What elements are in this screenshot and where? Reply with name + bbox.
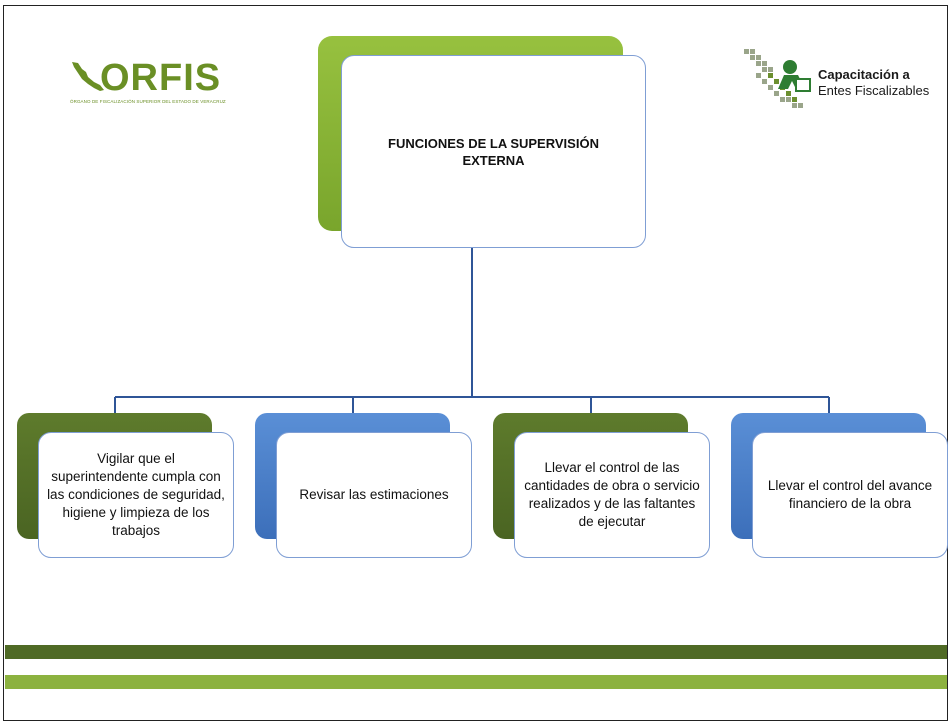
child-node-4-label: Llevar el control del avance financiero …: [767, 478, 933, 511]
footer-band-dark: [5, 645, 947, 659]
slide-frame: [3, 5, 948, 721]
capacitacion-line1: Capacitación a: [818, 67, 910, 82]
child-node-1: Vigilar que el superintendente cumpla co…: [38, 432, 234, 558]
child-node-3: Llevar el control de las cantidades de o…: [514, 432, 710, 558]
capacitacion-line2: Entes Fiscalizables: [818, 83, 930, 98]
capacitacion-logo: Capacitación a Entes Fiscalizables: [740, 45, 935, 120]
orfis-logo: ORFIS ÓRGANO DE FISCALIZACIÓN SUPERIOR D…: [70, 57, 226, 110]
veracruz-map-icon: [72, 62, 104, 91]
child-node-1-label: Vigilar que el superintendente cumpla co…: [47, 451, 225, 538]
child-node-4: Llevar el control del avance financiero …: [752, 432, 948, 558]
root-node: FUNCIONES DE LA SUPERVISIÓN EXTERNA: [341, 55, 646, 248]
child-node-2: Revisar las estimaciones: [276, 432, 472, 558]
orfis-tagline: ÓRGANO DE FISCALIZACIÓN SUPERIOR DEL EST…: [70, 99, 226, 104]
child-node-3-label: Llevar el control de las cantidades de o…: [524, 460, 700, 529]
child-node-2-label: Revisar las estimaciones: [299, 487, 449, 502]
pixel-map-icon: [744, 49, 811, 108]
orfis-wordmark: ORFIS: [100, 57, 222, 99]
root-node-label: FUNCIONES DE LA SUPERVISIÓN EXTERNA: [388, 135, 599, 168]
footer-band-light: [5, 675, 947, 689]
